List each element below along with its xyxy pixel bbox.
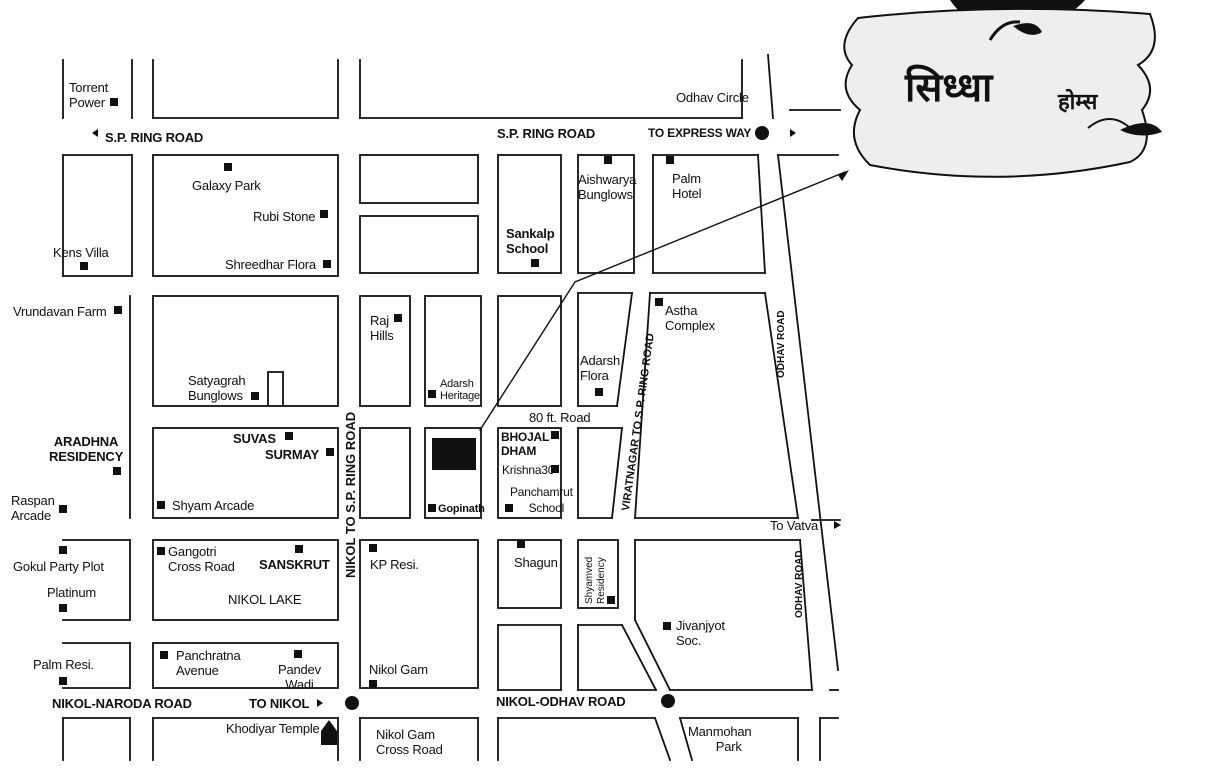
krishna30-label: Krishna30 [502, 463, 555, 477]
surmay-label: SURMAY [265, 447, 319, 462]
nikol-odhav-road-label: NIKOL-ODHAV ROAD [496, 694, 626, 709]
gopinath-label: Gopinath [438, 503, 485, 515]
shagun-label: Shagun [514, 555, 558, 570]
shyam-arcade-label: Shyam Arcade [172, 498, 255, 513]
kens-villa-label: Kens Villa [53, 245, 109, 260]
gokul-party-plot-label: Gokul Party Plot [13, 559, 104, 574]
logo-sub-text: होम्स [1058, 89, 1098, 115]
odhav-circle-label: Odhav Circle [676, 90, 749, 105]
logo-badge-shape [843, 0, 1162, 178]
to-express-way-label: TO EXPRESS WAY [648, 126, 752, 140]
platinum-label: Platinum [47, 585, 96, 600]
to-nikol-label: TO NIKOL [249, 696, 310, 711]
sanskrut-label: SANSKRUT [259, 557, 330, 572]
galaxy-park-label: Galaxy Park [192, 178, 261, 193]
nikol-lake-label: NIKOL LAKE [228, 592, 302, 607]
odhav-road-label-bottom: ODHAV ROAD [794, 550, 805, 618]
nikol-gam-label: Nikol Gam [369, 662, 428, 677]
eighty-ft-road-label: 80 ft. Road [529, 410, 591, 425]
sp-ring-road-label-left: S.P. RING ROAD [105, 130, 204, 145]
khodiyar-temple-label: Khodiyar Temple [226, 721, 320, 736]
location-markers [59, 98, 674, 688]
vrundavan-farm-label: Vrundavan Farm [13, 304, 107, 319]
to-vatva-label: To Vatva [770, 518, 819, 533]
rubi-stone-label: Rubi Stone [253, 209, 316, 224]
odhav-road-label-top: ODHAV ROAD [776, 310, 787, 378]
project-site-block [432, 438, 476, 470]
nikol-naroda-road-label: NIKOL-NARODA ROAD [52, 696, 192, 711]
palm-resi-label: Palm Resi. [33, 657, 94, 672]
nikol-to-sp-ring-road-label: NIKOL TO S.P. RING ROAD [343, 411, 358, 578]
shreedhar-flora-label: Shreedhar Flora [225, 257, 316, 272]
logo-main-text: सिध्धा [905, 64, 993, 111]
suvas-label: SUVAS [233, 431, 276, 446]
kp-resi-label: KP Resi. [370, 557, 419, 572]
sp-ring-road-label-mid: S.P. RING ROAD [497, 126, 596, 141]
